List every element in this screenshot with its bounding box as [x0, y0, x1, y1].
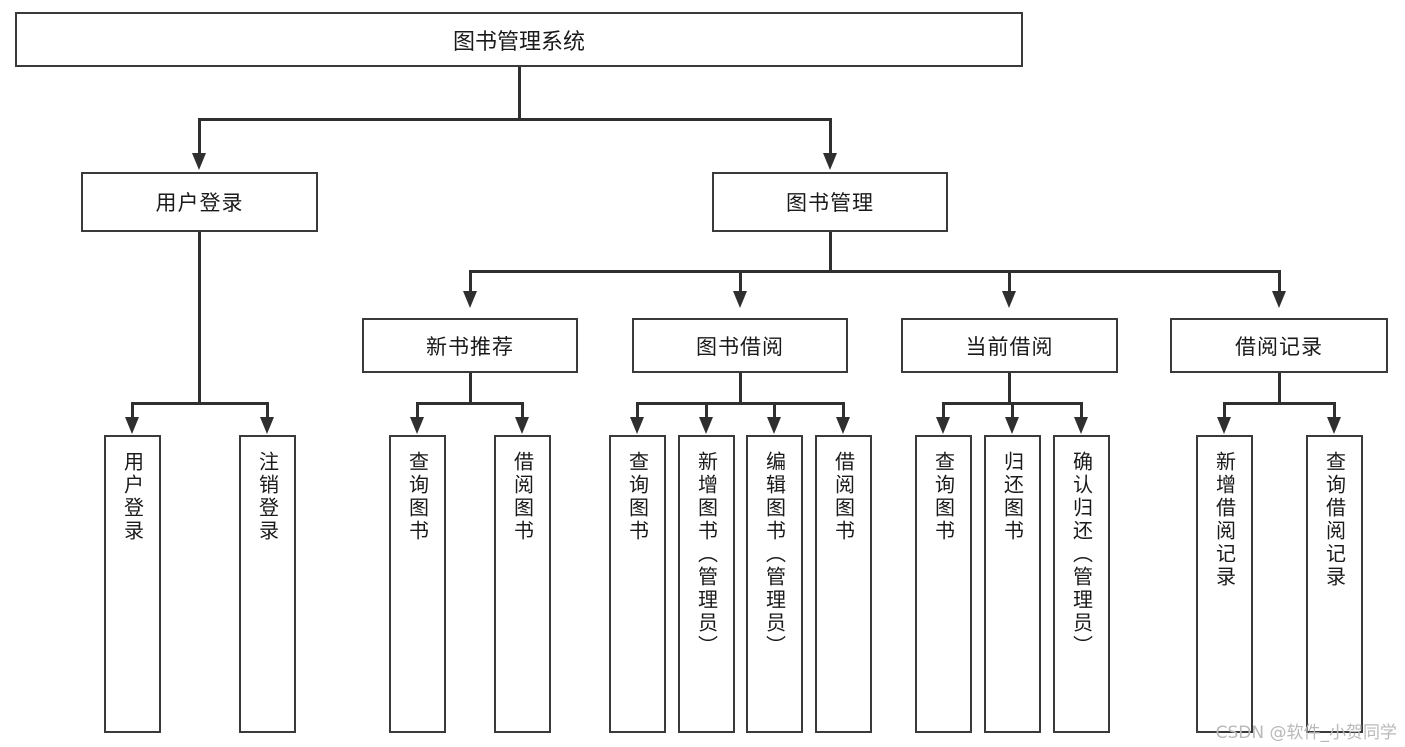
leaf-currentborrow-return-book[interactable]: 归还图书: [984, 435, 1041, 733]
connector-drop-leaf-user-login: [131, 402, 134, 420]
leaf-bookborrow-query-book[interactable]: 查询图书: [609, 435, 666, 733]
arrowhead-leaf-bb-3: [836, 417, 850, 434]
arrowhead-leaf-cb-0: [936, 417, 950, 434]
node-borrow-record[interactable]: 借阅记录: [1170, 318, 1388, 373]
connector-drop-leaf-cb-1: [1011, 402, 1014, 420]
arrowhead-leaf-cb-2: [1074, 417, 1088, 434]
leaf-label: 查询图书: [405, 451, 430, 543]
leaf-bookborrow-borrow-book[interactable]: 借阅图书: [815, 435, 872, 733]
connector-new-book-bus: [417, 402, 522, 405]
arrowhead-leaf-user-login: [125, 417, 139, 434]
node-label: 当前借阅: [965, 334, 1054, 359]
connector-borrow-record-bus: [1224, 402, 1334, 405]
leaf-label: 新增借阅记录: [1212, 451, 1237, 589]
connector-drop-new-book: [469, 270, 472, 294]
arrowhead-borrow-record: [1272, 291, 1286, 308]
leaf-newbook-borrow-book[interactable]: 借阅图书: [494, 435, 551, 733]
arrowhead-book-manage: [823, 153, 837, 170]
node-label: 图书管理: [786, 191, 874, 215]
node-label: 借阅记录: [1235, 334, 1323, 359]
node-label: 图书管理系统: [452, 29, 585, 55]
leaf-bookborrow-add-book-admin[interactable]: 新增图书（管理员）: [678, 435, 735, 733]
connector-drop-leaf-bb-1: [705, 402, 708, 420]
leaf-label: 新增图书（管理员）: [694, 451, 719, 658]
arrowhead-leaf-br-0: [1217, 417, 1231, 434]
connector-drop-leaf-br-0: [1223, 402, 1226, 420]
connector-drop-leaf-nb-0: [416, 402, 419, 420]
connector-drop-borrow-record: [1278, 270, 1281, 294]
connector-user-login-bus: [132, 402, 267, 405]
connector-root-stem: [518, 67, 521, 118]
arrowhead-leaf-br-1: [1327, 417, 1341, 434]
arrowhead-user-login: [192, 153, 206, 170]
leaf-label: 借阅图书: [831, 451, 856, 543]
leaf-label: 编辑图书（管理员）: [762, 451, 787, 658]
connector-drop-leaf-cb-0: [942, 402, 945, 420]
connector-drop-leaf-bb-2: [773, 402, 776, 420]
arrowhead-leaf-bb-2: [767, 417, 781, 434]
node-root-system[interactable]: 图书管理系统: [15, 12, 1023, 67]
node-book-borrow[interactable]: 图书借阅: [632, 318, 848, 373]
node-label: 用户登录: [155, 191, 244, 215]
connector-level2-bus: [199, 118, 832, 121]
connector-current-borrow-stem: [1008, 373, 1011, 404]
arrowhead-leaf-bb-0: [630, 417, 644, 434]
arrowhead-leaf-cb-1: [1005, 417, 1019, 434]
arrowhead-leaf-logout: [260, 417, 274, 434]
arrowhead-book-borrow: [733, 291, 747, 308]
arrowhead-leaf-nb-1: [515, 417, 529, 434]
connector-drop-book-manage: [829, 118, 832, 156]
leaf-label: 确认归还（管理员）: [1069, 451, 1094, 658]
leaf-label: 注销登录: [255, 451, 280, 543]
connector-borrow-record-stem: [1278, 373, 1281, 404]
connector-drop-leaf-bb-3: [842, 402, 845, 420]
leaf-label: 查询图书: [931, 451, 956, 543]
leaf-label: 用户登录: [120, 451, 145, 543]
node-user-login[interactable]: 用户登录: [81, 172, 318, 232]
leaf-newbook-query-book[interactable]: 查询图书: [389, 435, 446, 733]
connector-book-borrow-stem: [739, 373, 742, 404]
node-label: 图书借阅: [696, 334, 784, 359]
arrowhead-leaf-nb-0: [410, 417, 424, 434]
connector-drop-leaf-bb-0: [636, 402, 639, 420]
leaf-currentborrow-query-book[interactable]: 查询图书: [915, 435, 972, 733]
connector-drop-leaf-cb-2: [1080, 402, 1083, 420]
connector-drop-leaf-br-1: [1333, 402, 1336, 420]
leaf-label: 借阅图书: [510, 451, 535, 543]
arrowhead-leaf-bb-1: [699, 417, 713, 434]
connector-level3-bus: [470, 270, 1280, 273]
connector-drop-leaf-nb-1: [521, 402, 524, 420]
node-book-management[interactable]: 图书管理: [712, 172, 948, 232]
connector-book-manage-stem: [829, 232, 832, 272]
leaf-logout[interactable]: 注销登录: [239, 435, 296, 733]
arrowhead-current-borrow: [1002, 291, 1016, 308]
connector-drop-book-borrow: [739, 270, 742, 294]
node-label: 新书推荐: [426, 334, 514, 359]
connector-user-login-stem: [198, 232, 201, 404]
arrowhead-new-book: [463, 291, 477, 308]
connector-drop-leaf-logout: [266, 402, 269, 420]
leaf-user-login[interactable]: 用户登录: [104, 435, 161, 733]
node-current-borrow[interactable]: 当前借阅: [901, 318, 1118, 373]
node-new-book-recommend[interactable]: 新书推荐: [362, 318, 578, 373]
leaf-label: 查询图书: [625, 451, 650, 543]
leaf-label: 归还图书: [1000, 451, 1025, 543]
connector-new-book-stem: [469, 373, 472, 404]
connector-drop-current-borrow: [1008, 270, 1011, 294]
leaf-bookborrow-edit-book-admin[interactable]: 编辑图书（管理员）: [746, 435, 803, 733]
leaf-label: 查询借阅记录: [1322, 451, 1347, 589]
connector-book-borrow-bus: [637, 402, 844, 405]
connector-drop-user-login: [198, 118, 201, 156]
leaf-currentborrow-confirm-return-admin[interactable]: 确认归还（管理员）: [1053, 435, 1110, 733]
leaf-borrowrecord-add-record[interactable]: 新增借阅记录: [1196, 435, 1253, 733]
leaf-borrowrecord-query-record[interactable]: 查询借阅记录: [1306, 435, 1363, 733]
